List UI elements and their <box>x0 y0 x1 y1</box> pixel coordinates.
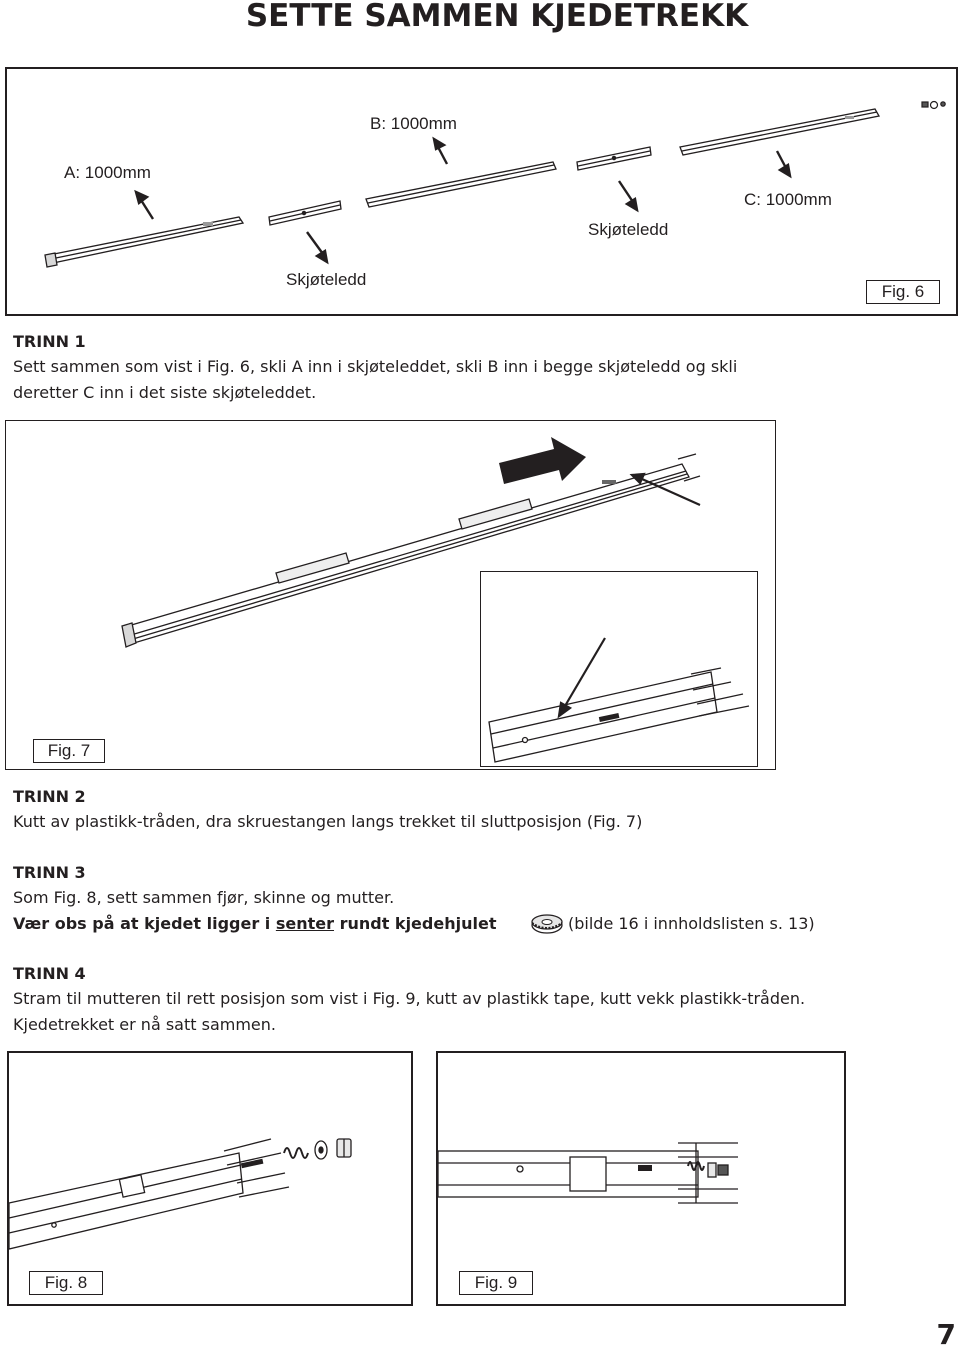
step-2-text-line-1: Kutt av plastikk-tråden, dra skruestange… <box>13 812 643 831</box>
tightened-nut-illustration <box>437 1142 738 1204</box>
step-4-text-line-1: Stram til mutteren til rett posisjon som… <box>13 989 806 1008</box>
step-3-text-line-1: Som Fig. 8, sett sammen fjør, skinne og … <box>13 888 395 907</box>
warning-text-part-2: rundt kjedehjulet <box>334 914 497 933</box>
step-3-warning-reference: (bilde 16 i innholdslisten s. 13) <box>568 914 815 933</box>
joint-2-label: Skjøteledd <box>588 220 669 239</box>
figure-8-label: Fig. 8 <box>29 1271 103 1295</box>
step-4-heading: TRINN 4 <box>13 964 86 983</box>
direction-arrow-icon <box>499 437 586 484</box>
screw-rod-detail-illustration <box>488 637 750 763</box>
step-3-heading: TRINN 3 <box>13 863 86 882</box>
step-3-warning: Vær obs på at kjedet ligger i senter run… <box>13 911 496 937</box>
figure-7-label: Fig. 7 <box>33 739 105 763</box>
assembled-rail-illustration <box>121 437 701 648</box>
step-1-text-line-1: Sett sammen som vist i Fig. 6, skli A in… <box>13 357 738 376</box>
figure-7-frame: Fig. 7 <box>5 420 776 770</box>
step-4-text-line-2: Kjedetrekket er nå satt sammen. <box>13 1015 276 1034</box>
rail-a-label: A: 1000mm <box>64 163 151 182</box>
step-1-heading: TRINN 1 <box>13 332 86 351</box>
joint-1-label: Skjøteledd <box>286 270 367 289</box>
figure-6-frame: A: 1000mm B: 1000mm C: 1000mm Skjøteledd… <box>5 67 958 316</box>
page-title: SETTE SAMMEN KJEDETREKK <box>245 0 749 34</box>
step-1-text-line-2: deretter C inn i det siste skjøteleddet. <box>13 383 317 402</box>
step-2-heading: TRINN 2 <box>13 787 86 806</box>
page-number: 7 <box>936 1318 956 1351</box>
rail-c-label: C: 1000mm <box>744 190 832 209</box>
rail-parts-illustration <box>44 100 946 268</box>
spring-nut-assembly-illustration <box>8 1138 352 1250</box>
chain-wheel-icon <box>531 914 563 934</box>
figure-9-label: Fig. 9 <box>459 1271 533 1295</box>
rail-b-label: B: 1000mm <box>370 114 457 133</box>
warning-text-underlined: senter <box>275 914 335 933</box>
warning-text-part-1: Vær obs på at kjedet ligger i <box>13 914 276 933</box>
figure-8-frame: Fig. 8 <box>7 1051 413 1306</box>
figure-7-detail-inset <box>480 571 758 767</box>
figure-6-label: Fig. 6 <box>866 280 940 304</box>
figure-9-frame: Fig. 9 <box>436 1051 846 1306</box>
